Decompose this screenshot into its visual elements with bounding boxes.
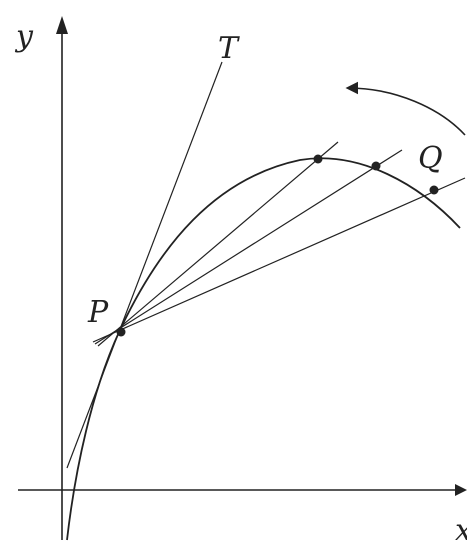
y-axis-arrow-icon [56,16,68,34]
curve [66,157,461,541]
curve-point-2 [371,161,381,171]
y-axis-label: y [14,19,34,54]
point-q-marker [429,185,439,195]
tangent-line [66,61,223,469]
x-axis-arrow-icon [455,484,467,496]
secant-line [92,177,466,343]
point-p-marker [116,327,126,337]
secant-line [94,149,403,345]
secant-line [97,141,339,347]
curve-point-1 [313,154,323,164]
tangent-label: T [218,31,240,66]
point-q-label: Q [418,141,443,176]
x-axis-label: x [455,513,467,548]
point-p-label: P [87,295,109,330]
rotation-arrow [345,81,466,136]
